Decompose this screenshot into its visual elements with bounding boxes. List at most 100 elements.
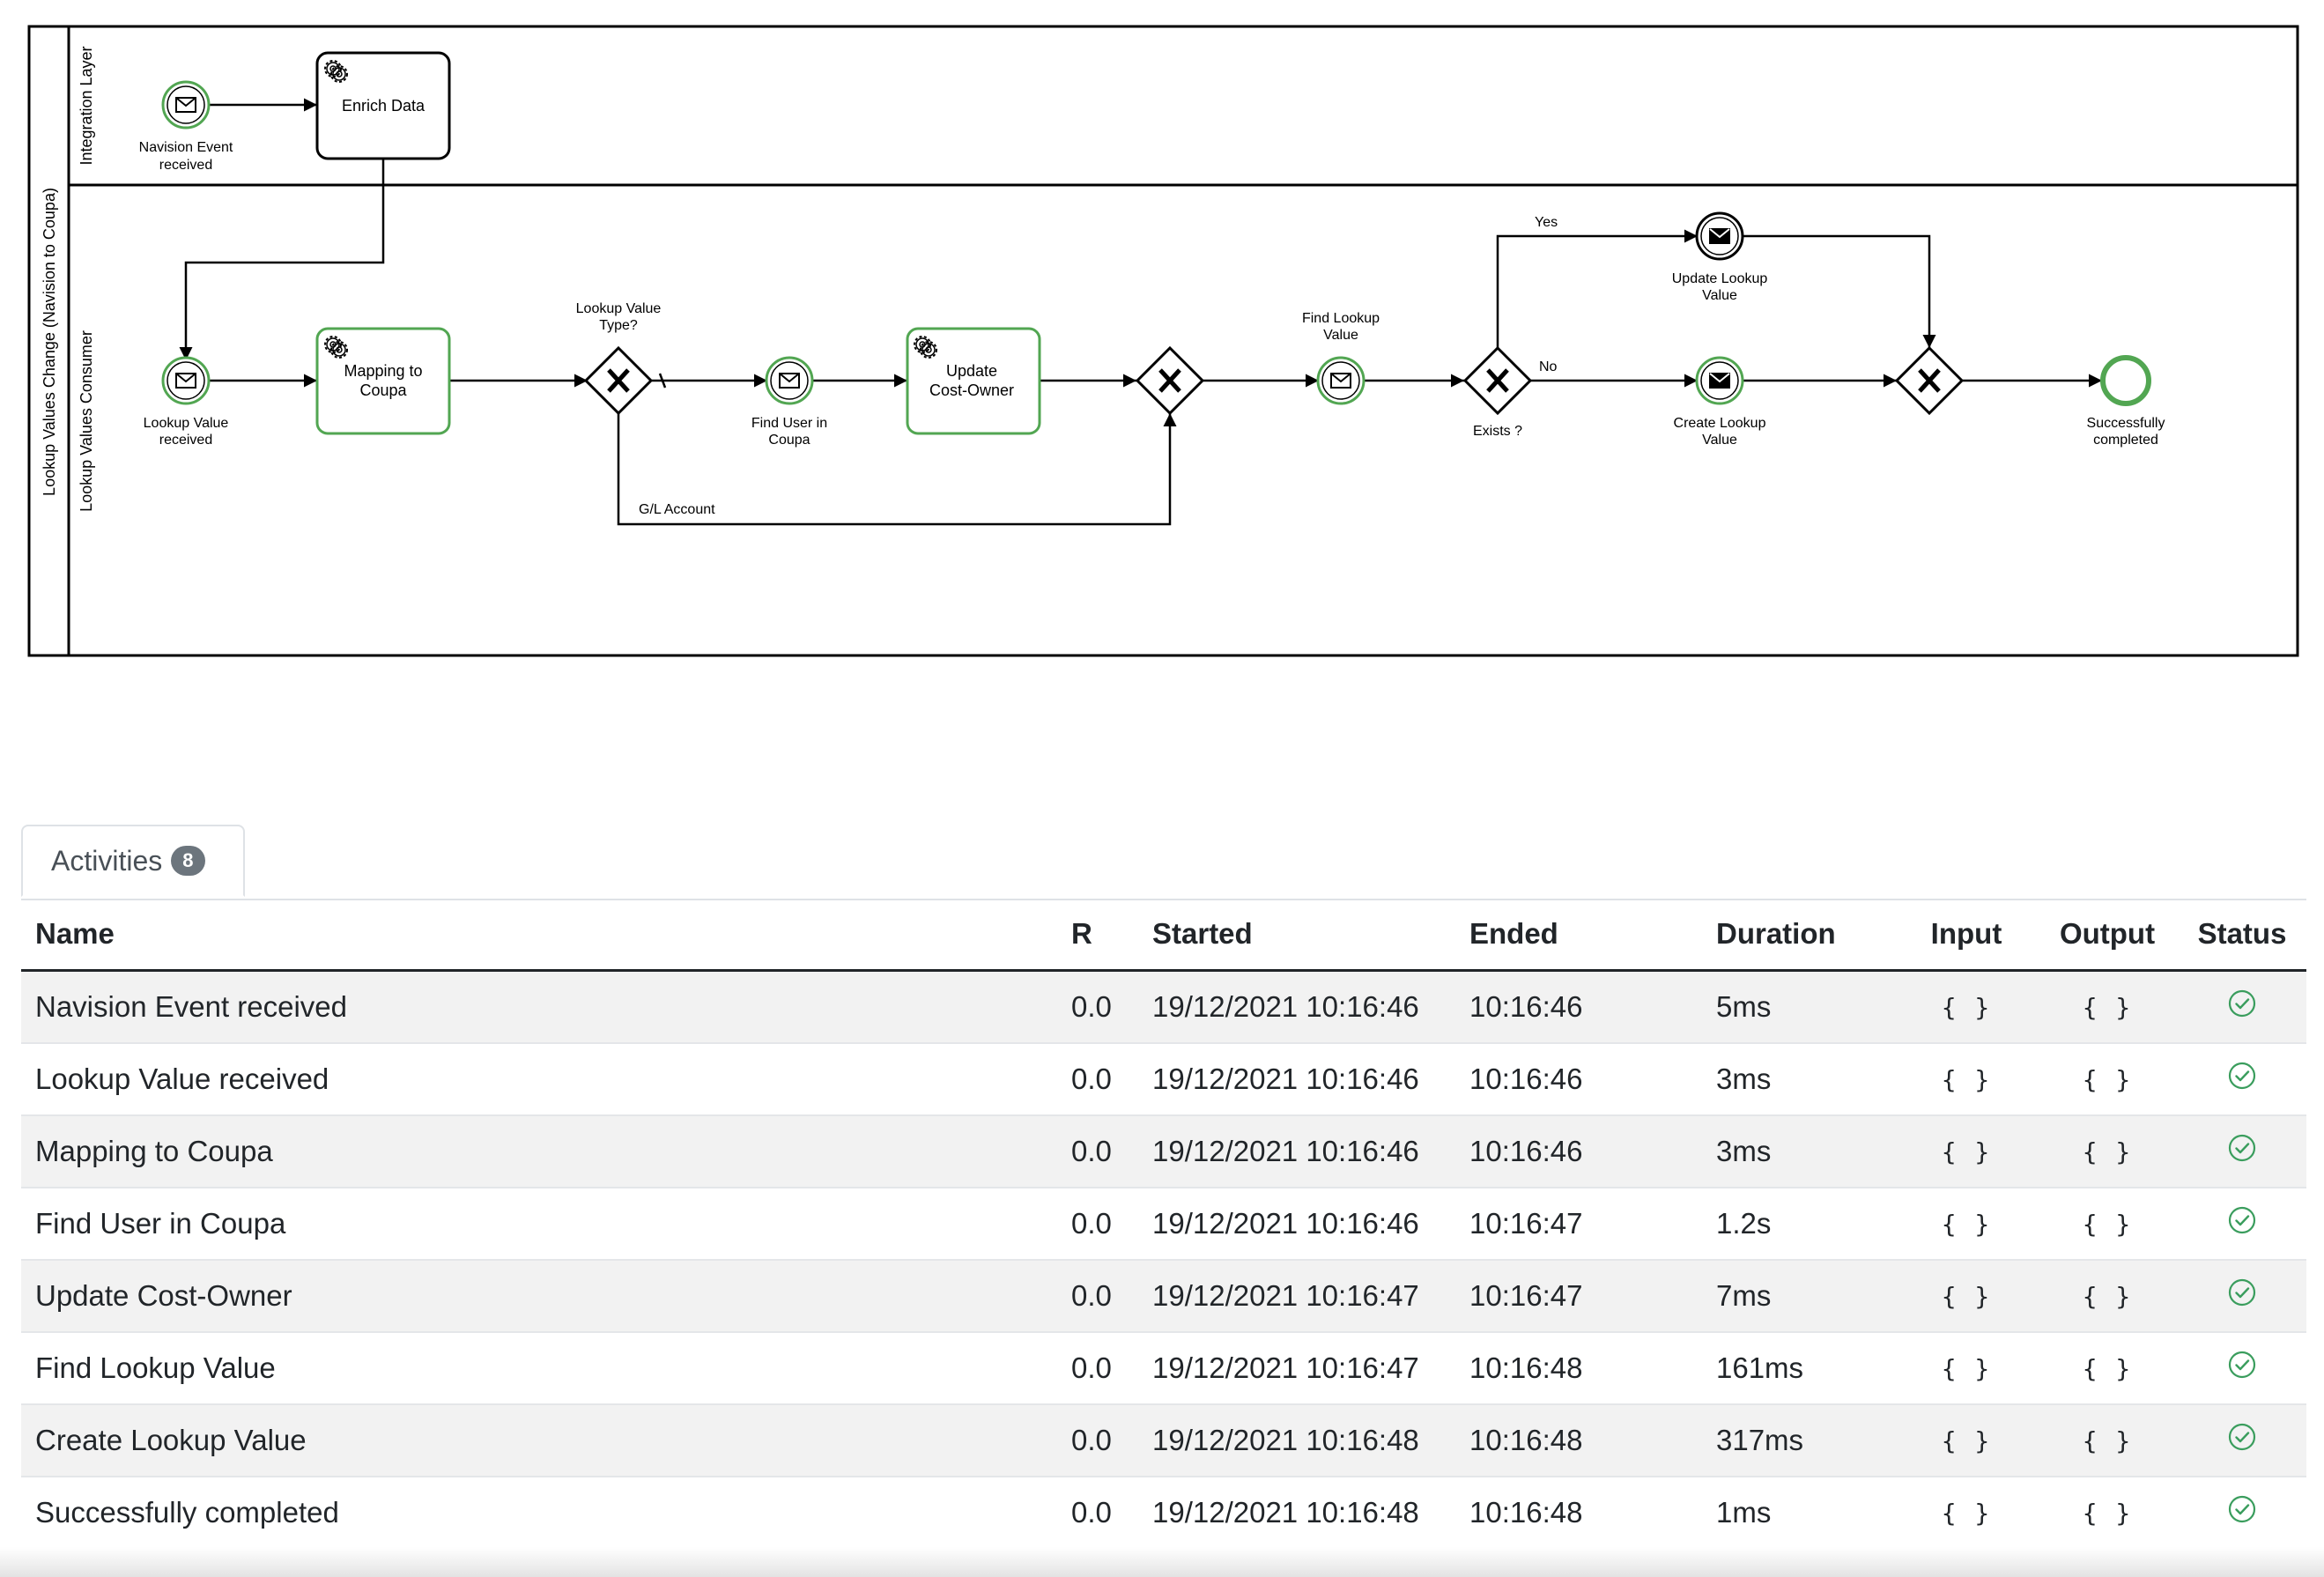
gateway-exists[interactable]: Exists ? bbox=[1462, 345, 1533, 439]
cell-started: 19/12/2021 10:16:47 bbox=[1138, 1260, 1455, 1333]
tab-bar: Activities 8 bbox=[21, 825, 2306, 900]
col-header-duration[interactable]: Duration bbox=[1702, 899, 1896, 972]
exists-gateway-label: Exists ? bbox=[1473, 424, 1522, 439]
lookup-value-received-label-2: received bbox=[159, 433, 212, 448]
cell-started: 19/12/2021 10:16:48 bbox=[1138, 1404, 1455, 1477]
mapping-to-coupa-task[interactable]: Mapping to Coupa bbox=[315, 327, 451, 435]
cell-name: Create Lookup Value bbox=[21, 1404, 1068, 1477]
output-json-link[interactable]: { } bbox=[2037, 1043, 2178, 1116]
status-completed bbox=[2178, 1404, 2306, 1477]
col-header-ended[interactable]: Ended bbox=[1455, 899, 1702, 972]
check-circle-icon bbox=[2228, 1062, 2256, 1090]
cell-started: 19/12/2021 10:16:46 bbox=[1138, 970, 1455, 1044]
status-completed bbox=[2178, 1477, 2306, 1550]
cell-name: Lookup Value received bbox=[21, 1043, 1068, 1116]
col-header-input[interactable]: Input bbox=[1896, 899, 2037, 972]
enrich-data-task[interactable]: Enrich Data bbox=[315, 51, 451, 160]
output-json-link[interactable]: { } bbox=[2037, 1477, 2178, 1550]
update-cost-owner-label-2: Cost-Owner bbox=[929, 381, 1014, 399]
output-json-link[interactable]: { } bbox=[2037, 1115, 2178, 1188]
cell-name: Find Lookup Value bbox=[21, 1332, 1068, 1405]
find-lookup-label-2: Value bbox=[1323, 328, 1358, 343]
cell-started: 19/12/2021 10:16:46 bbox=[1138, 1043, 1455, 1116]
gateway-merge-2[interactable] bbox=[1894, 345, 1965, 416]
status-completed bbox=[2178, 1332, 2306, 1405]
cell-r: 0.0 bbox=[1068, 1404, 1138, 1477]
gateway-merge-1[interactable] bbox=[1135, 345, 1205, 416]
input-json-link[interactable]: { } bbox=[1896, 1188, 2037, 1261]
cell-duration: 3ms bbox=[1702, 1115, 1896, 1188]
cell-ended: 10:16:47 bbox=[1455, 1260, 1702, 1333]
lookup-value-received[interactable]: Lookup Value received bbox=[144, 356, 229, 448]
check-circle-icon bbox=[2228, 1351, 2256, 1379]
cell-started: 19/12/2021 10:16:48 bbox=[1138, 1477, 1455, 1550]
cell-name: Successfully completed bbox=[21, 1477, 1068, 1550]
input-json-link[interactable]: { } bbox=[1896, 1332, 2037, 1405]
lookup-value-received-label-1: Lookup Value bbox=[144, 416, 229, 431]
input-json-link[interactable]: { } bbox=[1896, 1043, 2037, 1116]
input-json-link[interactable]: { } bbox=[1896, 1260, 2037, 1333]
cell-duration: 1ms bbox=[1702, 1477, 1896, 1550]
input-json-link[interactable]: { } bbox=[1896, 970, 2037, 1044]
cell-r: 0.0 bbox=[1068, 1260, 1138, 1333]
tab-activities[interactable]: Activities 8 bbox=[21, 825, 245, 897]
cell-name: Find User in Coupa bbox=[21, 1188, 1068, 1261]
cell-duration: 7ms bbox=[1702, 1260, 1896, 1333]
input-json-link[interactable]: { } bbox=[1896, 1477, 2037, 1550]
col-header-name[interactable]: Name bbox=[21, 899, 1068, 972]
create-lookup-value[interactable]: Create Lookup Value bbox=[1674, 356, 1766, 448]
create-lookup-label-2: Value bbox=[1702, 433, 1737, 448]
find-user-label-1: Find User in bbox=[751, 416, 827, 431]
flow-label-gl-account: G/L Account bbox=[639, 502, 715, 517]
input-json-link[interactable]: { } bbox=[1896, 1115, 2037, 1188]
col-header-r[interactable]: R bbox=[1068, 899, 1138, 972]
navision-event-received[interactable]: Navision Event received bbox=[139, 80, 233, 173]
envelope-filled-icon bbox=[1709, 228, 1730, 244]
gateway-lookup-value-type[interactable]: Lookup Value Type? bbox=[576, 301, 662, 416]
envelope-icon bbox=[175, 97, 196, 113]
output-json-link[interactable]: { } bbox=[2037, 1404, 2178, 1477]
find-lookup-value[interactable]: Find Lookup Value bbox=[1302, 311, 1380, 405]
status-completed bbox=[2178, 1115, 2306, 1188]
output-json-link[interactable]: { } bbox=[2037, 970, 2178, 1044]
col-header-started[interactable]: Started bbox=[1138, 899, 1455, 972]
check-circle-icon bbox=[2228, 1206, 2256, 1234]
cell-r: 0.0 bbox=[1068, 1477, 1138, 1550]
create-lookup-label-1: Create Lookup bbox=[1674, 416, 1766, 431]
status-completed bbox=[2178, 1188, 2306, 1261]
output-json-link[interactable]: { } bbox=[2037, 1332, 2178, 1405]
output-json-link[interactable]: { } bbox=[2037, 1188, 2178, 1261]
status-completed bbox=[2178, 970, 2306, 1044]
lane-label-integration: Integration Layer bbox=[78, 46, 95, 165]
cell-r: 0.0 bbox=[1068, 1188, 1138, 1261]
input-json-link[interactable]: { } bbox=[1896, 1404, 2037, 1477]
update-lookup-label-1: Update Lookup bbox=[1672, 271, 1768, 286]
col-header-status[interactable]: Status bbox=[2178, 899, 2306, 972]
cell-ended: 10:16:47 bbox=[1455, 1188, 1702, 1261]
update-cost-owner-task[interactable]: Update Cost-Owner bbox=[906, 327, 1041, 435]
col-header-output[interactable]: Output bbox=[2037, 899, 2178, 972]
successfully-completed-end-event[interactable]: Successfully completed bbox=[2087, 355, 2165, 448]
cell-r: 0.0 bbox=[1068, 970, 1138, 1044]
output-json-link[interactable]: { } bbox=[2037, 1260, 2178, 1333]
cell-r: 0.0 bbox=[1068, 1043, 1138, 1116]
cell-ended: 10:16:46 bbox=[1455, 1043, 1702, 1116]
envelope-icon bbox=[175, 373, 196, 389]
cell-duration: 5ms bbox=[1702, 970, 1896, 1044]
cell-duration: 317ms bbox=[1702, 1404, 1896, 1477]
mapping-to-coupa-label-2: Coupa bbox=[359, 381, 407, 399]
cell-duration: 1.2s bbox=[1702, 1188, 1896, 1261]
find-user-in-coupa[interactable]: Find User in Coupa bbox=[751, 356, 827, 448]
cell-name: Navision Event received bbox=[21, 970, 1068, 1044]
update-lookup-value[interactable]: Update Lookup Value bbox=[1672, 211, 1768, 303]
update-lookup-label-2: Value bbox=[1702, 288, 1737, 303]
cell-ended: 10:16:46 bbox=[1455, 1115, 1702, 1188]
